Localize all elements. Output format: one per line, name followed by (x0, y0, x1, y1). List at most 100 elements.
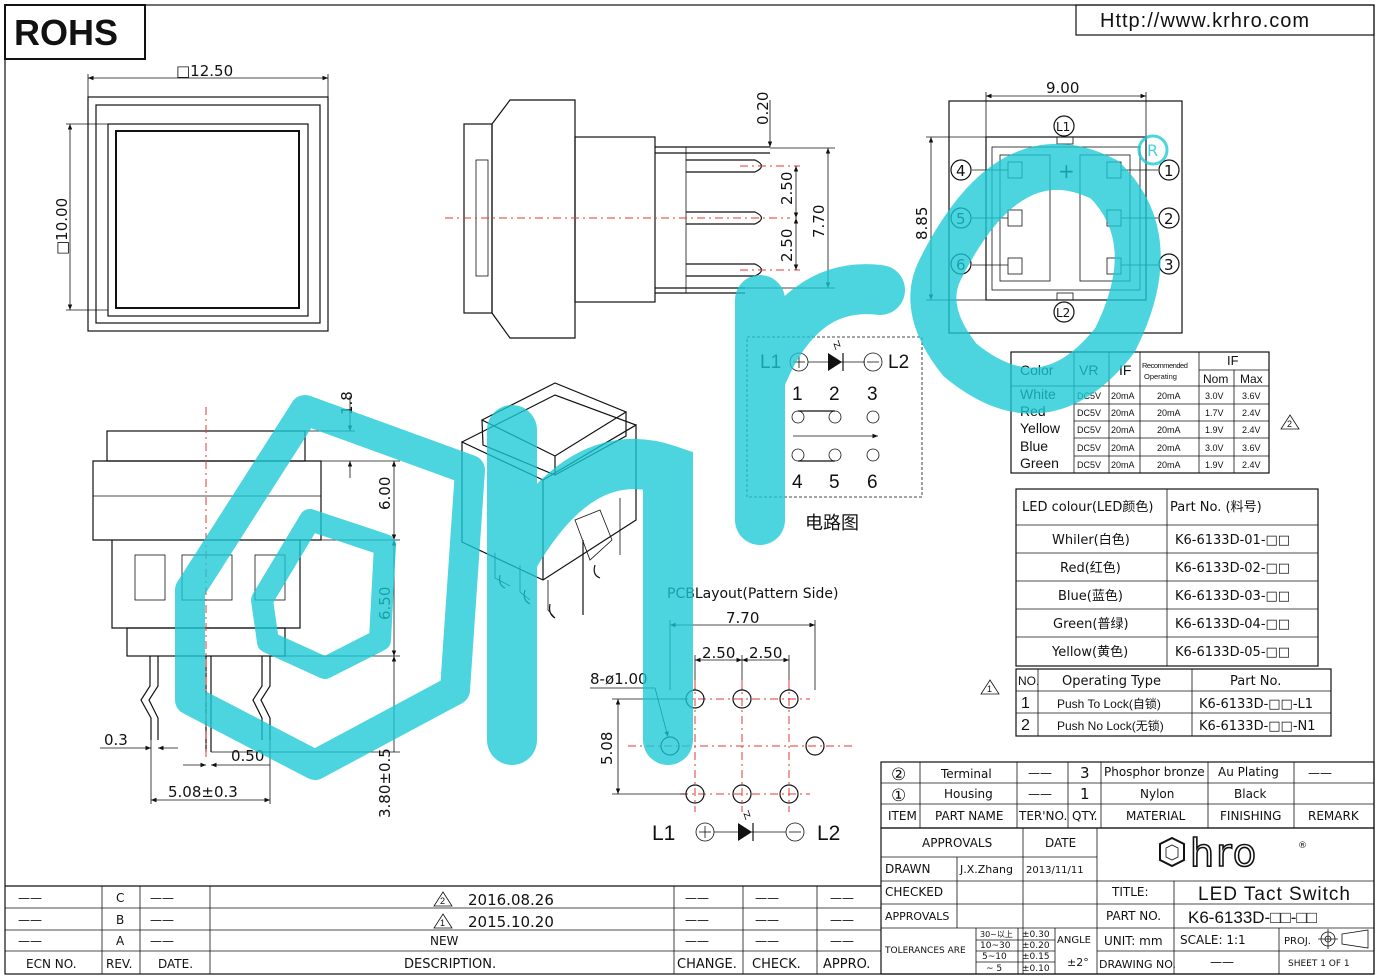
op-no-1: 2 (1021, 717, 1030, 734)
rev-head-rev: REV. (106, 957, 132, 971)
tb-drawn: DRAWN (885, 862, 931, 876)
led-part-0: K6-6133D-01-□□ (1175, 533, 1290, 548)
ct-nom: 3.0V (1205, 443, 1224, 453)
tb-approvals: APPROVALS (922, 836, 992, 850)
rohs-text: ROHS (14, 12, 118, 53)
circuit-n5: 5 (829, 472, 840, 493)
rev-mark-2: 2 (1287, 419, 1292, 429)
led-colour-3: Green(普绿) (1053, 617, 1129, 632)
top-view: □12.50 □10.00 (53, 62, 329, 332)
ct-vr: DC5V (1077, 425, 1101, 435)
ct-rec: 20mA (1157, 408, 1181, 418)
dim-top-width: □12.50 (176, 62, 233, 80)
title-block: APPROVALS DATE DRAWN J.X.Zhang 2013/11/1… (880, 827, 1375, 975)
ct-if: 20mA (1111, 460, 1135, 470)
circuit-n6: 6 (867, 472, 878, 493)
ct-nom: 1.9V (1205, 460, 1224, 470)
tb-tol-range-0: 30~以上 (980, 930, 1013, 939)
led-colour-2: Blue(蓝色) (1058, 588, 1123, 604)
tb-angle: ANGLE (1057, 935, 1091, 946)
rev-head-ecn: ECN NO. (26, 957, 77, 971)
pin-2-label: 2 (1164, 210, 1174, 228)
led-colour-0: Whiler(白色) (1052, 532, 1130, 548)
rev-appro: —— (830, 934, 854, 948)
ct-color: Blue (1020, 438, 1048, 454)
circuit-n3: 3 (867, 384, 878, 405)
watermark-registered: R (1147, 141, 1158, 160)
rev-rev: C (116, 891, 124, 905)
tb-scale: SCALE: 1:1 (1180, 933, 1246, 947)
tb-tol-range-1: 10~30 (980, 941, 1011, 951)
dim-front-03: 0.3 (104, 731, 128, 749)
op-head-no: NO. (1018, 674, 1039, 688)
bom-head-item: ITEM (888, 809, 917, 823)
rev-row-a: —— A —— NEW —— —— —— (18, 934, 854, 948)
tb-logo-registered: ® (1298, 841, 1307, 851)
ct-rec: 20mA (1157, 443, 1181, 453)
rev-triangle-2: 2 (1280, 414, 1300, 430)
ct-head-if2: IF (1227, 353, 1239, 368)
tb-tol-range-2: 5~10 (982, 952, 1007, 962)
rohs-badge: ROHS (4, 4, 146, 60)
led-part-3: K6-6133D-04-□□ (1175, 617, 1290, 632)
bom-name-0: Terminal (940, 767, 992, 781)
tb-partno: K6-6133D-□□-□□ (1188, 908, 1317, 927)
led-colour-1: Red(红色) (1060, 560, 1121, 576)
ct-head-rec1: Recommended (1142, 361, 1188, 370)
ct-vr: DC5V (1077, 443, 1101, 453)
rev-row-b: —— B —— 1 2015.10.20 —— —— —— (18, 913, 854, 931)
bom-table: ② Terminal —— 3 Phosphor bronze Au Plati… (880, 761, 1375, 829)
dim-front-600: 6.00 (376, 477, 394, 510)
tb-partno-label: PART NO. (1106, 909, 1161, 923)
ct-color: Green (1020, 455, 1059, 471)
bom-item-0: ② (891, 765, 906, 785)
ct-head-rec2: Operating (1144, 372, 1177, 381)
bom-head-finishing: FINISHING (1220, 809, 1281, 823)
pcb-holes-label: 8-ø1.00 (590, 670, 648, 688)
rev-headers: ECN NO. REV. DATE. DESCRIPTION. CHANGE. … (26, 957, 870, 972)
tb-title-label: TITLE: (1111, 885, 1149, 899)
led-head-colour: LED colour(LED颜色) (1022, 499, 1153, 515)
rev-change: —— (685, 913, 709, 927)
ct-max: 2.4V (1242, 460, 1261, 470)
dim-side-250a: 2.50 (778, 172, 796, 205)
circuit-n2: 2 (829, 384, 840, 405)
circuit-caption: 电路图 (805, 513, 859, 534)
bom-head-qty: QTY. (1072, 809, 1098, 823)
op-head-type: Operating Type (1062, 674, 1161, 689)
revision-table: —— C —— 2 2016.08.26 —— —— —— —— B —— 1 … (5, 885, 881, 974)
pcb-dim-250b: 2.50 (749, 644, 782, 662)
op-part-1: K6-6133D-□□-N1 (1199, 719, 1316, 734)
tb-drawn-date: 2013/11/11 (1026, 865, 1084, 876)
dim-front-050: 0.50 (231, 747, 264, 765)
bom-head-terno: TER'NO. (1018, 809, 1067, 823)
ct-head-max: Max (1240, 372, 1263, 386)
circuit-n4: 4 (792, 472, 803, 493)
bom-head-material: MATERIAL (1126, 809, 1186, 823)
ct-rec: 20mA (1157, 460, 1181, 470)
rev-desc: NEW (430, 934, 459, 948)
rev-date: —— (150, 934, 174, 948)
dim-side-770: 7.70 (810, 205, 828, 238)
ct-vr: DC5V (1077, 408, 1101, 418)
rev-change: —— (685, 891, 709, 905)
tb-tol-val-3: ±0.10 (1022, 964, 1050, 974)
tb-tol-val-1: ±0.20 (1022, 941, 1050, 951)
ct-rec: 20mA (1157, 425, 1181, 435)
ct-max: 2.4V (1242, 425, 1261, 435)
bom-material-0: Phosphor bronze (1104, 765, 1205, 779)
op-type-1: Push No Lock(无锁) (1057, 718, 1164, 733)
op-type-0: Push To Lock(自锁) (1057, 696, 1161, 711)
bom-remark-0: —— (1308, 766, 1332, 780)
rev-check: —— (755, 913, 779, 927)
ct-if: 20mA (1111, 408, 1135, 418)
pcb-dim-250a: 2.50 (702, 644, 735, 662)
ct-if: 20mA (1111, 425, 1135, 435)
rev-desc: 2016.08.26 (468, 891, 554, 909)
led-colour-4: Yellow(黄色) (1051, 644, 1128, 660)
tb-logo: hro (1190, 831, 1258, 875)
rev-change: —— (685, 934, 709, 948)
ct-nom: 3.0V (1205, 391, 1224, 401)
led-part-4: K6-6133D-05-□□ (1175, 645, 1290, 660)
dim-bottom-900: 9.00 (1046, 79, 1079, 97)
